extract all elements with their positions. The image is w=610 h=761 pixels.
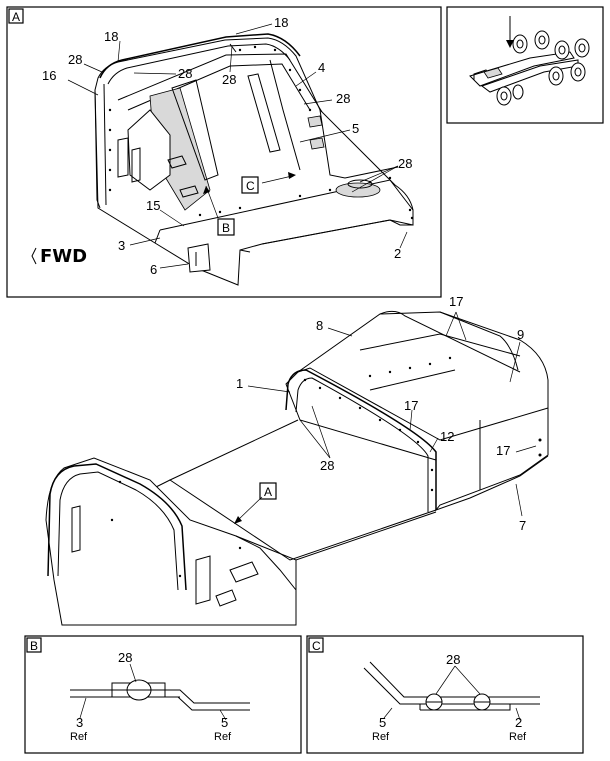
callout-17-a: 17 <box>449 294 463 309</box>
ref-box-a: A <box>264 485 272 499</box>
detail-b-callout-5: 5 <box>221 715 228 730</box>
detail-c-panel: C 28 5 Ref 2 Ref <box>306 635 584 754</box>
callout-2: 2 <box>394 246 401 261</box>
callout-17-c: 17 <box>496 443 510 458</box>
callout-4: 4 <box>318 60 325 75</box>
fwd-indicator: FWD <box>40 246 87 267</box>
callout-28-a: 28 <box>68 52 82 67</box>
detail-a-panel: A <box>6 6 442 298</box>
callout-6: 6 <box>150 262 157 277</box>
callout-7: 7 <box>519 518 526 533</box>
callout-1: 1 <box>236 376 243 391</box>
detail-c-label: C <box>312 639 321 653</box>
rivets-main <box>110 356 542 578</box>
detail-c-callout-5-ref: Ref <box>372 731 390 743</box>
callout-18-b: 18 <box>274 15 288 30</box>
locator-vehicle-panel <box>446 6 604 124</box>
ref-box-c: C <box>246 179 255 193</box>
callout-28-b: 28 <box>178 66 192 81</box>
callout-8: 8 <box>316 318 323 333</box>
detail-b-callout-3: 3 <box>76 715 83 730</box>
detail-b-label: B <box>30 639 38 653</box>
detail-c-callout-2-ref: Ref <box>509 731 527 743</box>
detail-b-callout-28: 28 <box>118 650 132 665</box>
rivets-detail-a <box>108 45 414 220</box>
callout-18-a: 18 <box>104 29 118 44</box>
detail-c-callout-2: 2 <box>515 715 522 730</box>
callout-3: 3 <box>118 238 125 253</box>
locator-wheels <box>496 30 590 106</box>
callout-17-b: 17 <box>404 398 418 413</box>
main-assembly-view: 8 17 9 1 17 12 17 28 7 A <box>45 294 549 626</box>
callout-5: 5 <box>352 121 359 136</box>
callout-28-e: 28 <box>398 156 412 171</box>
callout-9: 9 <box>517 327 524 342</box>
callout-28-c: 28 <box>222 72 236 87</box>
detail-b-callout-5-ref: Ref <box>214 731 232 743</box>
detail-c-callout-5: 5 <box>379 715 386 730</box>
ref-box-b: B <box>222 221 230 235</box>
callout-12: 12 <box>440 429 454 444</box>
callout-28-d: 28 <box>336 91 350 106</box>
leaders-detail-a <box>67 23 408 269</box>
leaders-main <box>234 311 537 524</box>
callout-28: 28 <box>320 458 334 473</box>
detail-b-callout-3-ref: Ref <box>70 731 88 743</box>
detail-a-label: A <box>12 10 20 24</box>
detail-b-panel: B 28 3 Ref 5 Ref <box>24 635 302 754</box>
callout-15: 15 <box>146 198 160 213</box>
detail-c-callout-28: 28 <box>446 652 460 667</box>
callout-16: 16 <box>42 68 56 83</box>
